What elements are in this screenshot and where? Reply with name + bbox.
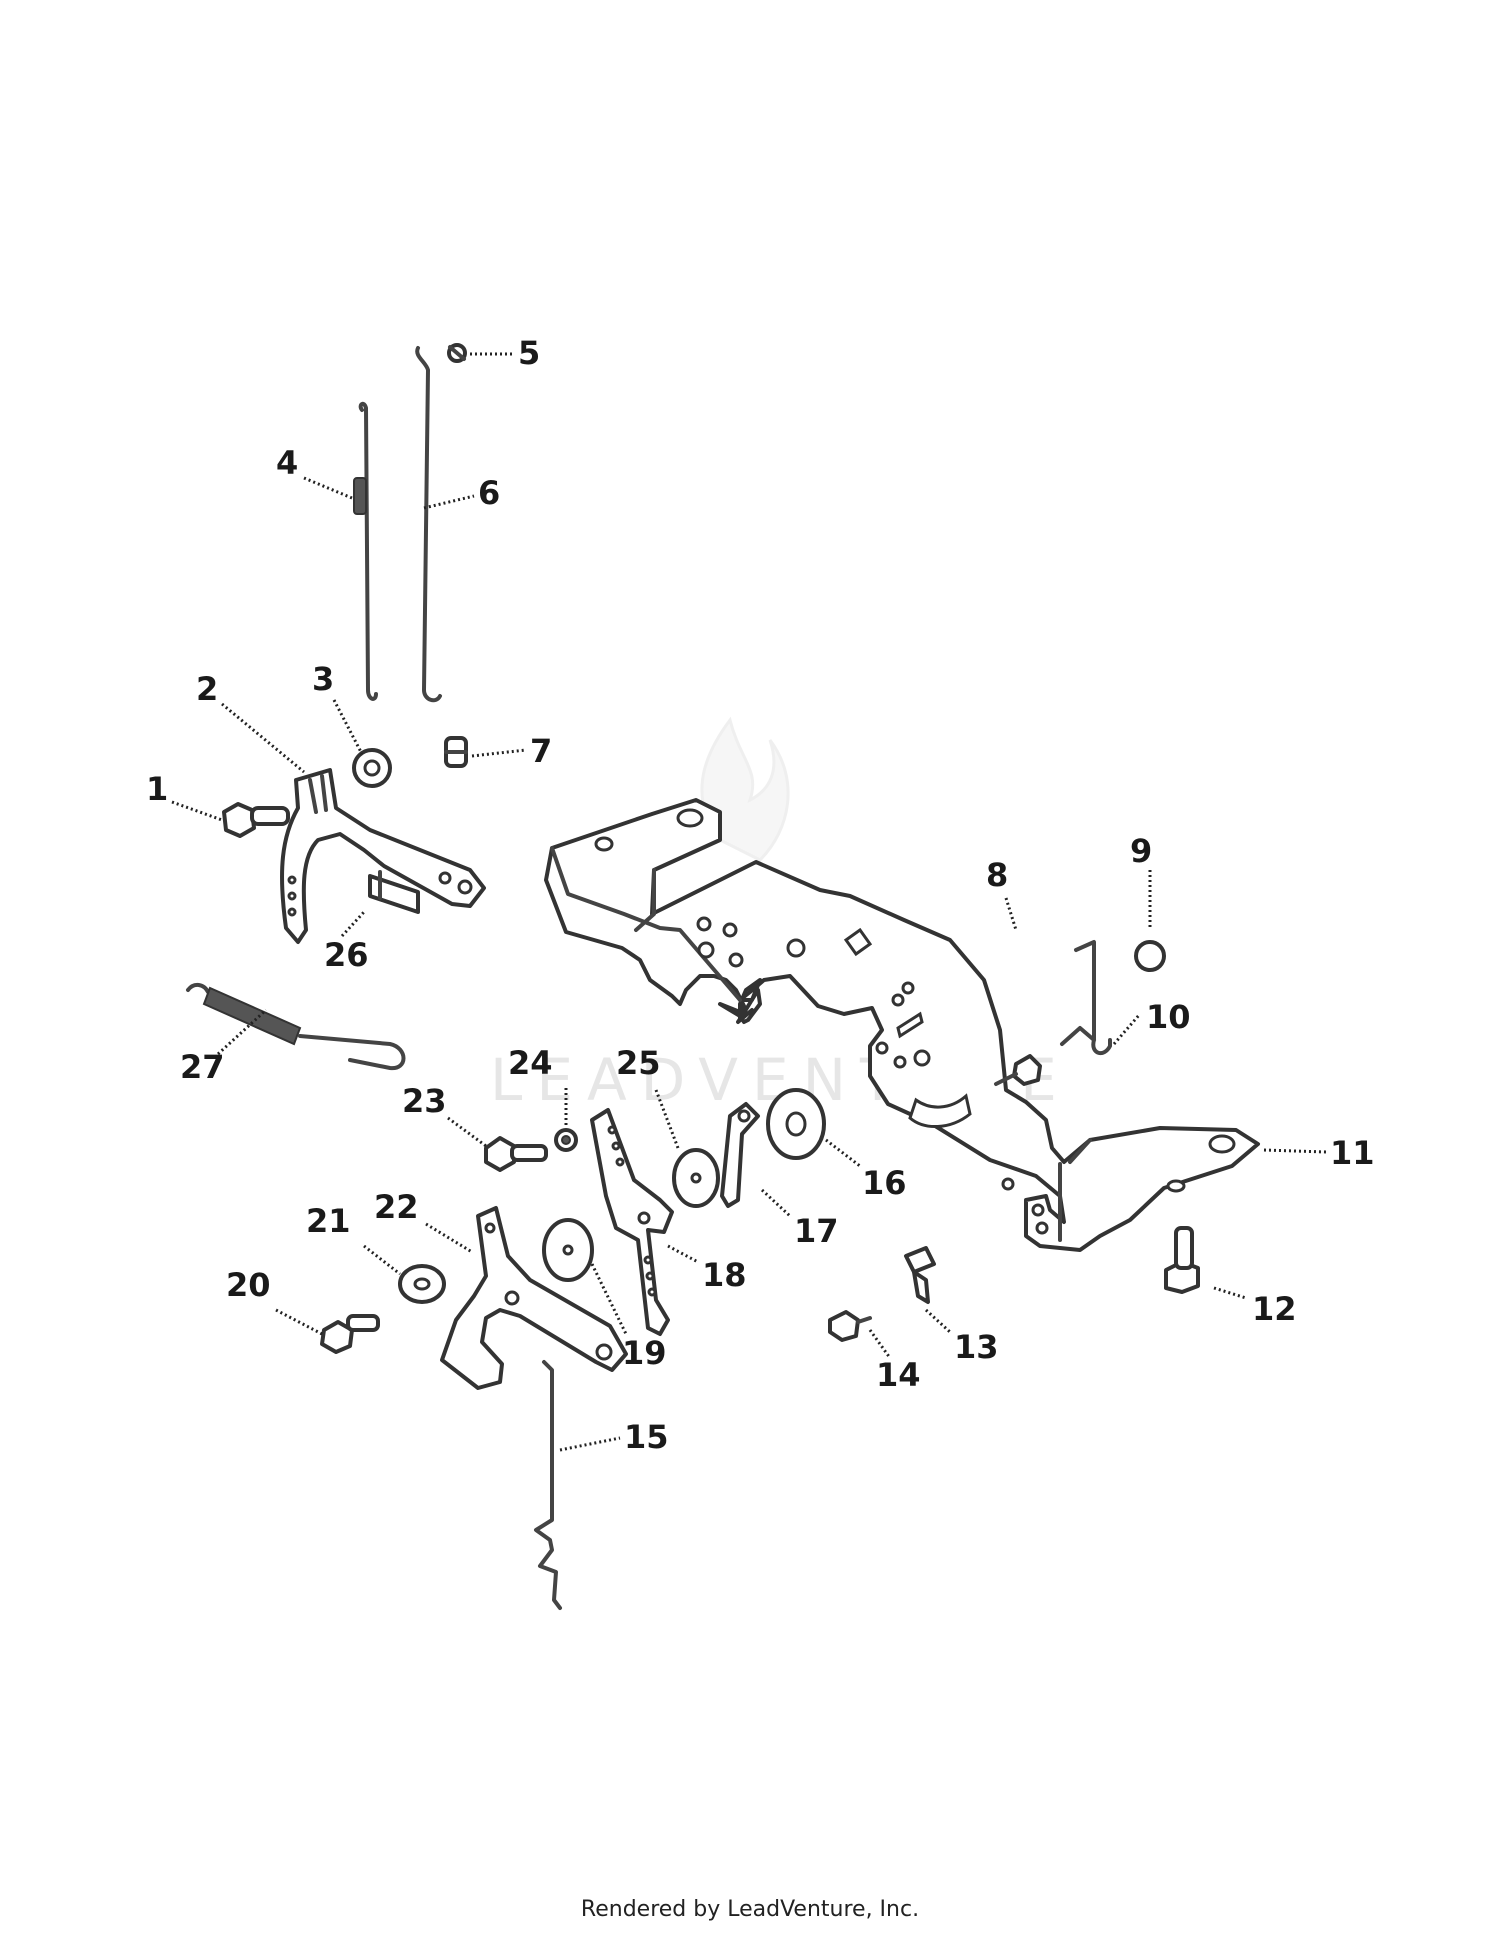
part-27-spring[interactable] (186, 983, 406, 1071)
callout-17: 17 (794, 1212, 839, 1250)
part-4-rod[interactable] (353, 401, 378, 701)
part-15-rod[interactable] (534, 1360, 562, 1610)
callout-18: 18 (702, 1256, 747, 1294)
part-6-rod[interactable] (415, 346, 442, 703)
callout-8: 8 (986, 856, 1008, 894)
callout-2: 2 (196, 670, 218, 708)
part-26-spacer[interactable] (368, 870, 420, 914)
callout-3: 3 (312, 660, 334, 698)
callout-11: 11 (1330, 1134, 1375, 1172)
part-21-washer[interactable] (398, 1264, 446, 1304)
part-20-bolt[interactable] (320, 1314, 380, 1354)
part-1-bolt[interactable] (222, 802, 290, 838)
callout-23: 23 (402, 1082, 447, 1120)
callout-26: 26 (324, 936, 369, 974)
callout-7: 7 (530, 732, 552, 770)
part-25-washer[interactable] (672, 1148, 720, 1208)
callout-19: 19 (622, 1334, 667, 1372)
callout-16: 16 (862, 1164, 907, 1202)
callout-5: 5 (518, 334, 540, 372)
part-7-bushing[interactable] (444, 736, 468, 768)
part-10-spring-clip[interactable] (1060, 940, 1112, 1056)
callout-20: 20 (226, 1266, 271, 1304)
callout-1: 1 (146, 770, 168, 808)
callout-22: 22 (374, 1188, 419, 1226)
part-17-link[interactable] (720, 1102, 760, 1208)
callout-14: 14 (876, 1356, 921, 1394)
callout-27: 27 (180, 1048, 225, 1086)
callout-labels: 1 2 3 4 5 6 7 8 9 10 11 12 13 14 15 16 1… (146, 334, 1375, 1456)
callout-24: 24 (508, 1044, 553, 1082)
part-23-bolt[interactable] (484, 1136, 548, 1172)
callout-21: 21 (306, 1202, 351, 1240)
part-11-frame-bracket[interactable] (544, 798, 1260, 1252)
callout-15: 15 (624, 1418, 669, 1456)
part-14-screw[interactable] (828, 1310, 872, 1342)
part-12-bolt[interactable] (1164, 1226, 1200, 1294)
leader-lines (171, 352, 1327, 1452)
callout-4: 4 (276, 444, 298, 482)
part-3-washer[interactable] (352, 748, 392, 788)
callout-10: 10 (1146, 998, 1191, 1036)
watermark-logo (700, 716, 790, 862)
part-13-clip[interactable] (904, 1246, 936, 1304)
part-18-lever-arm[interactable] (590, 1108, 674, 1336)
footer-credit: Rendered by LeadVenture, Inc. (580, 1897, 920, 1922)
part-5-clip[interactable] (447, 343, 467, 363)
part-24-nut[interactable] (554, 1128, 578, 1152)
callout-25: 25 (616, 1044, 661, 1082)
callout-6: 6 (478, 474, 500, 512)
part-16-disc[interactable] (766, 1088, 826, 1160)
callout-13: 13 (954, 1328, 999, 1366)
part-22-lever-bracket[interactable] (440, 1206, 628, 1390)
callout-12: 12 (1252, 1290, 1297, 1328)
part-2-lever-bracket[interactable] (280, 768, 486, 944)
part-19-washer[interactable] (542, 1218, 594, 1282)
part-8-screw[interactable] (994, 1054, 1042, 1086)
callout-9: 9 (1130, 832, 1152, 870)
part-9-nut[interactable] (1134, 940, 1166, 972)
